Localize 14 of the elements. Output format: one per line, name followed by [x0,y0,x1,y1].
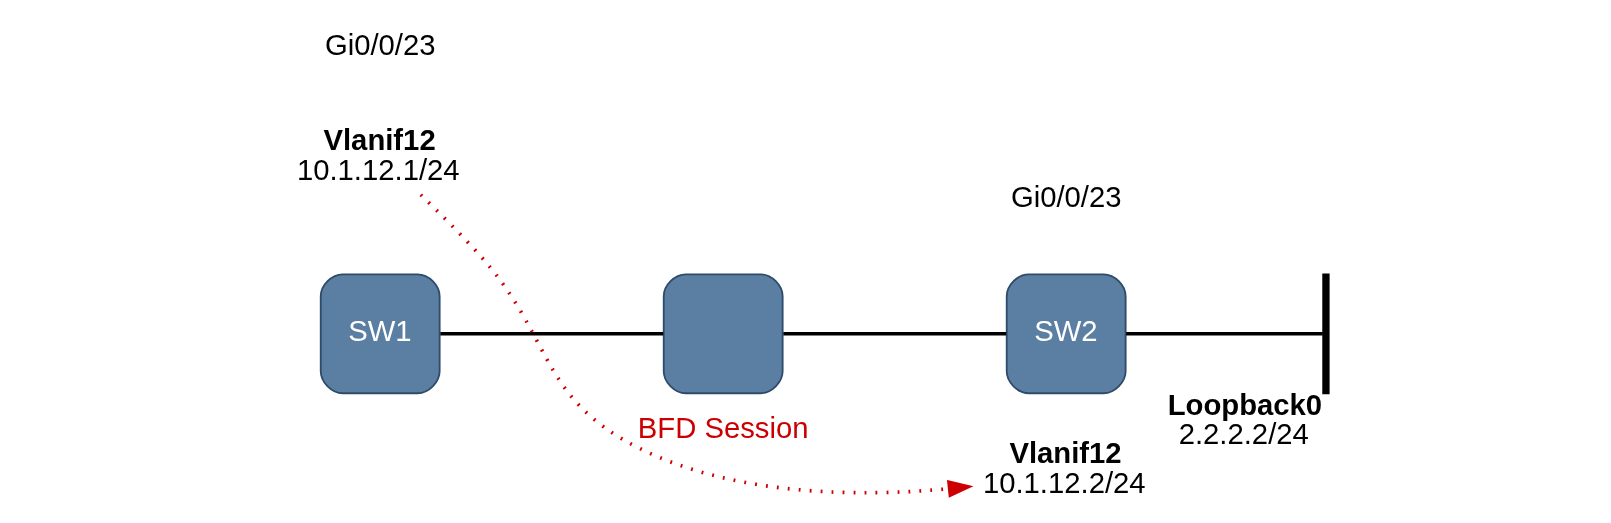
node-text: Vlanif12 10.1.12.1/24 [296,124,460,186]
arrow [419,193,974,498]
connector [783,331,1007,336]
edge-label: BFD Session [637,411,809,444]
node-box: SW2 [1005,273,1127,395]
connector [1126,331,1323,336]
label: Gi0/0/23 [1010,181,1122,214]
node-text: Vlanif12 10.1.12.2/24 [982,437,1146,499]
node-bar [1322,273,1330,395]
node-label: Loopback0 [1167,388,1323,421]
node-box: SW1 [319,273,441,395]
connector [440,331,664,336]
label: Gi0/0/23 [324,29,436,62]
node-box [662,273,784,395]
